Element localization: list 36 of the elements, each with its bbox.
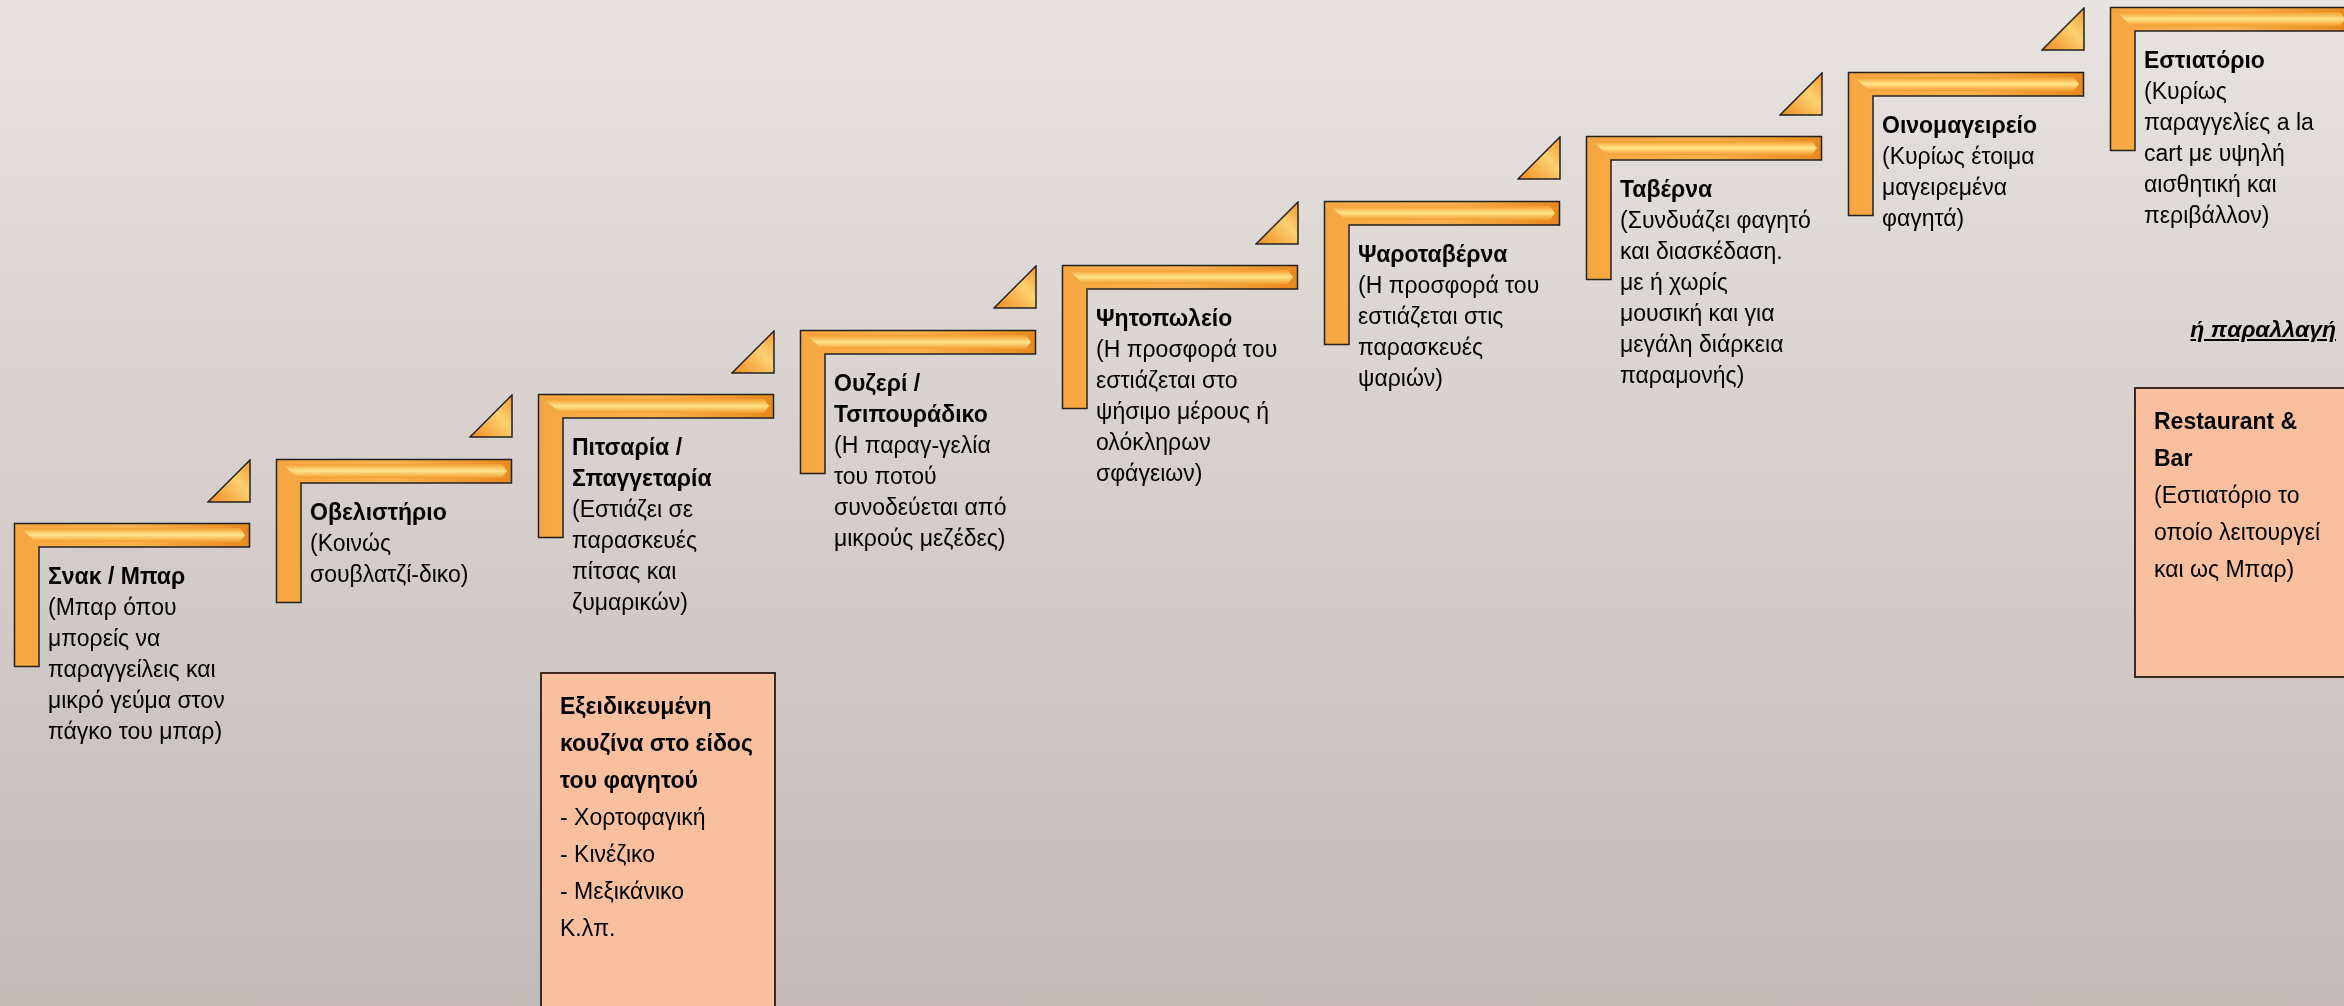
step-title: Ταβέρνα [1620, 175, 1714, 204]
note-title: Εξειδικευμένη κουζίνα στο είδος του φαγητού [560, 692, 754, 795]
step-description: (Η παραγ-γελία του ποτού συνοδεύεται από μικρούς μεζέδες) [834, 430, 1008, 553]
step-title: Ψαροταβέρνα [1358, 239, 1509, 269]
block-arrow [993, 265, 1037, 309]
block-arrow [1255, 200, 1299, 245]
step-title: Εστιατόριο [2144, 46, 2266, 75]
step-description: (Η προσφορά του εστιάζεται στις παρασκευές ψαριών) [1358, 270, 1541, 393]
step-title: Οβελιστήριο [310, 497, 448, 527]
note-line: - Μεξικάνικο [560, 877, 685, 906]
step-description: (Κυρίως έτοιμα μαγειρεμένα φαγητά) [1882, 141, 2036, 233]
note-title: Restaurant & Bar [2154, 407, 2299, 473]
step-description: (Μπαρ όπου μπορείς να παραγγείλεις και μικρό γεύμα στον πάγκο του μπαρ) [48, 593, 226, 746]
note-line: - Κινέζικο [560, 840, 657, 869]
note-box [2134, 387, 2344, 678]
note-line: - Χορτοφαγική [560, 803, 707, 832]
note-box [540, 672, 776, 1006]
block-arrow [731, 329, 775, 374]
block-arrow [207, 458, 251, 503]
step-title: Σνακ / Μπαρ [48, 562, 187, 591]
block-arrow [1517, 136, 1561, 180]
step-title: Πιτσαρία / Σπαγγεταρία [572, 433, 713, 493]
note-text: ή παραλλαγή [2189, 315, 2336, 344]
note-line: (Εστιατόριο το οποίο λειτουργεί και ως Μπαρ) [2154, 481, 2322, 584]
block-arrow [1779, 71, 1823, 116]
step-description: (Εστιάζει σε παρασκευές πίτσας και ζυμαρικών) [572, 495, 699, 617]
step-description: (Συνδυάζει φαγητό και διασκέδαση. με ή χωρίς μουσική και για μεγάλη διάρκεια παραμονής) [1620, 206, 1812, 390]
step-description: (Κοινώς σουβλατζί-δικο) [310, 528, 470, 589]
step-description: (Κυρίως παραγγελίες a la cart με υψηλή αισθητική και περιβάλλον) [2144, 77, 2315, 230]
note-line: Κ.λπ. [560, 914, 617, 943]
step-title: Ψητοπωλείο [1096, 304, 1234, 333]
block-arrow [2041, 7, 2085, 51]
block-arrow [469, 394, 513, 438]
step-description: (Η προσφορά του εστιάζεται στο ψήσιμο μέρους ή ολόκληρων σφάγειων) [1096, 335, 1279, 488]
step-title: Ουζερί / Τσιπουράδικο [834, 368, 989, 429]
step-title: Οινομαγειρείο [1882, 110, 2038, 140]
